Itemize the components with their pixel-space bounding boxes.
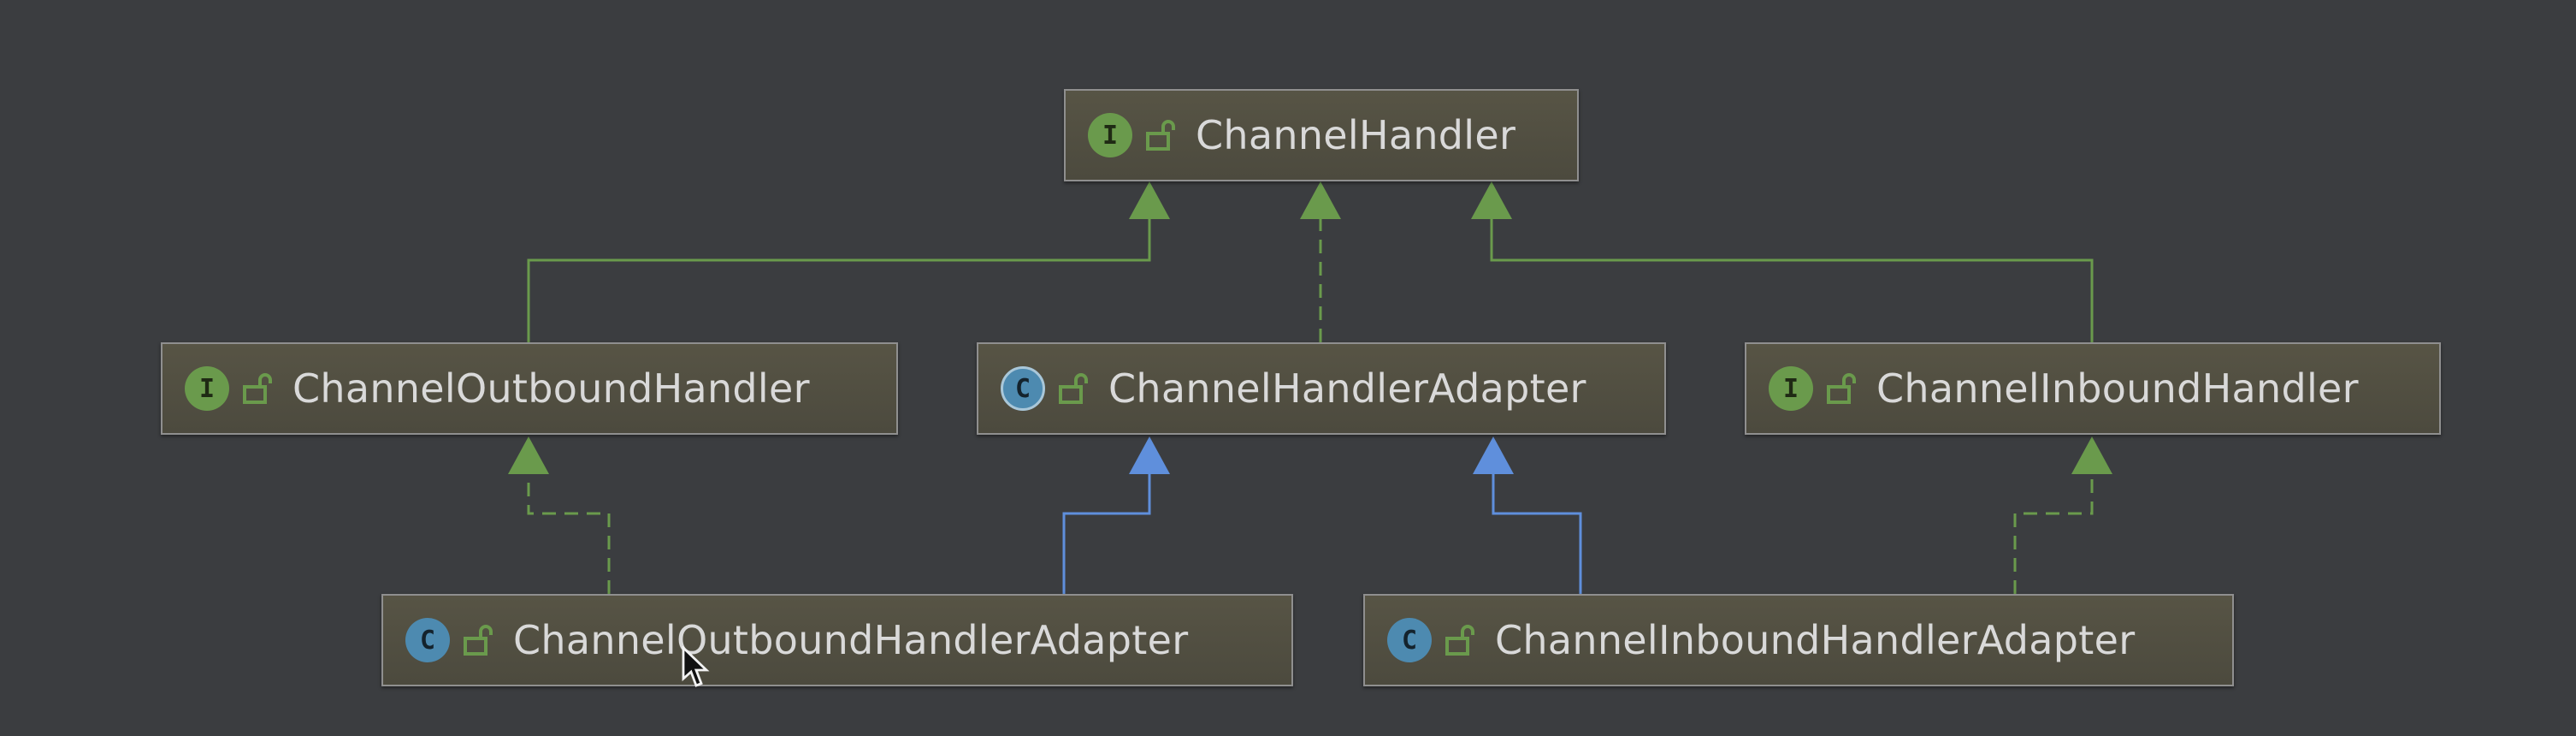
edge-outbound-adapter-to-adapter [1062,472,1151,594]
interface-icon: I [185,366,229,411]
open-lock-icon [1827,373,1856,404]
abstract-class-icon: C [1001,366,1045,411]
interface-icon: I [1769,366,1813,411]
edge-inbound-adapter-to-inbound [2013,472,2094,594]
open-lock-icon [464,625,493,656]
arrowhead-adapter-to-handler [1300,181,1341,219]
class-icon: C [1387,618,1432,662]
node-label: ChannelOutboundHandler [292,365,810,412]
arrowhead-inbound-adapter-to-adapter [1473,436,1514,474]
node-channel-handler-adapter[interactable]: C ChannelHandlerAdapter [977,342,1666,435]
arrowhead-outbound-adapter-to-outbound [508,436,549,474]
node-label: ChannelHandlerAdapter [1108,365,1586,412]
node-channel-outbound-handler[interactable]: I ChannelOutboundHandler [161,342,898,435]
node-channel-outbound-handler-adapter[interactable]: C ChannelOutboundHandlerAdapter [381,594,1293,686]
node-label: ChannelInboundHandlerAdapter [1495,617,2136,663]
node-label: ChannelHandler [1196,112,1516,158]
edge-outbound-adapter-to-outbound [527,472,611,594]
edge-outbound-to-handler [527,217,1151,342]
open-lock-icon [1445,625,1474,656]
node-channel-handler[interactable]: I ChannelHandler [1064,89,1579,181]
arrowhead-outbound-adapter-to-adapter [1129,436,1170,474]
open-lock-icon [1146,120,1175,151]
node-label: ChannelOutboundHandlerAdapter [513,617,1189,663]
node-label: ChannelInboundHandler [1876,365,2359,412]
edge-inbound-adapter-to-adapter [1492,472,1582,594]
arrowhead-outbound-to-handler [1129,181,1170,219]
node-channel-inbound-handler[interactable]: I ChannelInboundHandler [1745,342,2441,435]
interface-icon: I [1088,113,1132,157]
edge-inbound-to-handler [1490,217,2094,342]
mouse-pointer-icon [682,646,710,687]
node-channel-inbound-handler-adapter[interactable]: C ChannelInboundHandlerAdapter [1363,594,2234,686]
arrowhead-inbound-adapter-to-inbound [2071,436,2112,474]
open-lock-icon [1059,373,1088,404]
arrowhead-inbound-to-handler [1471,181,1512,219]
class-icon: C [405,618,450,662]
open-lock-icon [243,373,272,404]
